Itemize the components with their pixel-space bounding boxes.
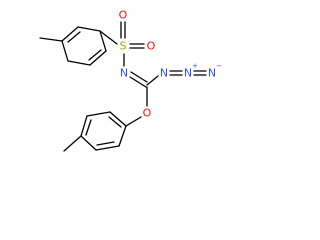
bond-n-c-1: [129, 76, 147, 88]
charge-n-azide-2: +: [192, 62, 198, 70]
bond-ring2-inner-a: [96, 141, 115, 146]
bond-ring1-f: [61, 40, 69, 62]
bond-n-c-2: [130, 71, 148, 83]
sulfonyl-group: S O O: [119, 9, 156, 67]
structure-drawing: S O O N N N + N − O: [39, 9, 222, 152]
bond-ring2-inner-b: [85, 119, 92, 136]
bond-ring2-e: [86, 111, 111, 117]
bond-ring2-c: [80, 135, 97, 151]
bond-ring1-s: [99, 30, 118, 45]
bond-ring1-a: [61, 26, 79, 42]
bond-ring2-f: [109, 111, 127, 127]
bond-methyl-top: [39, 37, 63, 42]
bond-methyl-bottom: [63, 135, 82, 152]
molecule-canvas: S O O N N N + N − O: [39, 8, 223, 152]
bond-ring2-b: [95, 145, 120, 151]
bond-ring1-inner-a: [67, 31, 81, 43]
bond-ring1-inner-b: [88, 49, 102, 61]
atom-n-azide-1: N: [160, 67, 168, 80]
atom-o-right: O: [147, 40, 156, 53]
bond-ring2-a: [118, 125, 127, 147]
atom-n-azide-2: N: [184, 67, 192, 80]
bond-ring1-d: [89, 50, 107, 66]
bond-ring2-inner-c: [108, 116, 122, 128]
atom-n-sulfonyl: N: [120, 67, 128, 80]
bottom-tolyl-ring: [63, 111, 127, 152]
atom-s: S: [120, 40, 127, 53]
atom-n-azide-3: N: [208, 67, 216, 80]
imidoyl-azide-chain: N N N + N − O: [120, 62, 222, 127]
top-tolyl-ring: [39, 26, 118, 66]
charge-n-azide-3: −: [216, 62, 222, 70]
bond-oether-ring: [125, 116, 142, 127]
bond-c-nazide: [146, 75, 159, 86]
atom-o-top: O: [119, 9, 128, 22]
bond-ring1-b: [77, 26, 101, 32]
bond-ring2-d: [80, 115, 88, 137]
bond-ring1-e: [67, 60, 91, 66]
atom-o-ether: O: [143, 107, 152, 120]
bond-ring1-c: [99, 30, 107, 52]
